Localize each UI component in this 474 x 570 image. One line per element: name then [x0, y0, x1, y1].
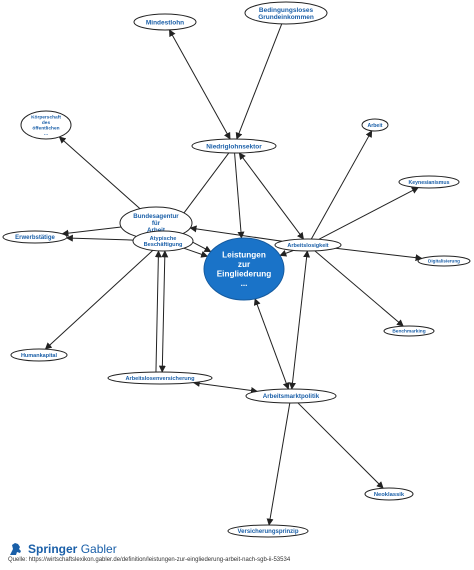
edge-alv-atypische	[154, 250, 162, 373]
node-label-line: Digitalisierung	[428, 259, 460, 264]
brand-light: Gabler	[80, 542, 117, 556]
edge-arbeitslosigkeit-benchmarking	[314, 250, 404, 327]
node-label-line: Neoklassik	[374, 492, 405, 498]
edge-arbeitsmarktpolitik-center	[253, 298, 290, 390]
edge-atypische-center	[183, 247, 209, 258]
brand-bold: Springer	[28, 542, 78, 556]
source-line: Quelle: https://wirtschaftslexikon.gable…	[8, 557, 291, 563]
edge-arbeitslosigkeit-center	[279, 249, 294, 257]
node-humankapital[interactable]: Humankapital	[10, 348, 68, 362]
node-ellipse	[191, 138, 277, 154]
node-label-line: des	[42, 120, 51, 126]
node-ellipse	[398, 175, 460, 189]
node-ellipse	[245, 388, 337, 404]
node-label-line: Körperschaft	[31, 114, 61, 120]
node-label-line: zur	[238, 260, 251, 269]
edge-arbeitsmarktpolitik-versicherungsprinzip	[266, 402, 291, 526]
node-koerperschaft[interactable]: Körperschaftdesöffentlichen...	[20, 110, 72, 140]
node-ellipse	[383, 325, 435, 337]
node-label-line: ...	[241, 279, 248, 288]
horse-icon	[10, 543, 21, 555]
node-label-line: Bundesagentur	[133, 213, 179, 220]
node-label-line: Niedriglohnsektor	[206, 143, 262, 150]
edge-arbeitslosigkeit-arbeit	[310, 130, 373, 240]
node-ellipse	[2, 230, 68, 244]
node-label-line: Arbeitslosigkeit	[287, 243, 328, 249]
node-label-line: Benchmarking	[392, 329, 425, 335]
edge-niedriglohnsektor-bge	[235, 23, 283, 140]
node-label-line: Grundeinkommen	[258, 14, 314, 21]
edge-bundesagentur-erwerbstaetige	[61, 226, 122, 237]
node-label-line: Atypische	[150, 236, 177, 242]
node-label-line: Versicherungsprinzip	[237, 529, 298, 535]
node-center[interactable]: LeistungenzurEingliederung...	[203, 237, 285, 301]
node-ellipse	[361, 118, 389, 132]
node-ellipse	[417, 255, 471, 267]
node-digitalisierung[interactable]: Digitalisierung	[417, 255, 471, 267]
node-label-line: Arbeit	[147, 227, 165, 234]
edge-arbeitslosigkeit-digitalisierung	[335, 247, 423, 262]
node-label-line: Mindestlohn	[146, 19, 184, 26]
edge-alv-arbeitsmarktpolitik	[192, 379, 258, 394]
center-ellipse	[203, 237, 285, 301]
node-label-line: Humankapital	[21, 353, 58, 359]
node-alv[interactable]: Arbeitslosenversicherung	[107, 371, 213, 385]
node-label-line: Bedingungsloses	[259, 7, 314, 14]
node-neoklassik[interactable]: Neoklassik	[364, 487, 414, 501]
edge-atypische-humankapital	[44, 250, 154, 350]
node-label-line: Arbeitslosenversicherung	[125, 376, 195, 382]
node-ellipse	[132, 230, 194, 252]
node-label-line: Leistungen	[222, 251, 266, 260]
nodes-layer: Mindestlohn BedingungslosesGrundeinkommen…	[2, 1, 471, 538]
node-erwerbstaetige[interactable]: Erwerbstätige	[2, 230, 68, 244]
edges-layer	[44, 23, 423, 526]
node-label-line: Eingliederung	[217, 270, 272, 279]
edge-niedriglohnsektor-center	[234, 152, 245, 239]
node-label-line: für	[152, 220, 161, 227]
edge-bundesagentur-koerperschaft	[58, 136, 141, 210]
node-label-line: Erwerbstätige	[15, 235, 55, 241]
node-ellipse	[107, 371, 213, 385]
node-label-line: ...	[44, 132, 48, 137]
node-niedriglohnsektor[interactable]: Niedriglohnsektor	[191, 138, 277, 154]
edge-arbeitslosigkeit-keynesianismus	[318, 187, 419, 240]
node-ellipse	[10, 348, 68, 362]
node-versicherungsprinzip[interactable]: Versicherungsprinzip	[227, 524, 309, 538]
node-label-line: Arbeit	[368, 123, 383, 129]
node-benchmarking[interactable]: Benchmarking	[383, 325, 435, 337]
node-arbeit[interactable]: Arbeit	[361, 118, 389, 132]
node-ellipse	[133, 13, 197, 31]
node-ellipse	[227, 524, 309, 538]
node-label-line: öffentlichen	[32, 125, 59, 131]
footer: Springer Gabler Quelle: https://wirtscha…	[8, 540, 468, 566]
springer-gabler-logo[interactable]: Springer Gabler	[8, 542, 117, 556]
node-keynesianismus[interactable]: Keynesianismus	[398, 175, 460, 189]
edge-atypische-alv	[158, 250, 169, 373]
node-ellipse	[274, 238, 342, 252]
node-ellipse	[20, 110, 72, 140]
edge-arbeitslosigkeit-arbeitsmarktpolitik	[289, 250, 311, 390]
brand-name: Springer Gabler	[28, 542, 117, 556]
node-mindestlohn[interactable]: Mindestlohn	[133, 13, 197, 31]
edge-atypische-erwerbstaetige	[65, 234, 134, 242]
node-label-line: Keynesianismus	[409, 180, 450, 186]
node-label-line: Beschäftigung	[144, 242, 183, 248]
node-label-line: Arbeitsmarktpolitik	[263, 393, 320, 400]
node-arbeitsmarktpolitik[interactable]: Arbeitsmarktpolitik	[245, 388, 337, 404]
edge-arbeitsmarktpolitik-neoklassik	[297, 402, 384, 489]
edge-niedriglohnsektor-arbeitslosigkeit	[238, 152, 304, 240]
node-arbeitslosigkeit[interactable]: Arbeitslosigkeit	[274, 238, 342, 252]
edge-niedriglohnsektor-mindestlohn	[168, 29, 231, 140]
node-ellipse	[364, 487, 414, 501]
node-ellipse	[244, 1, 328, 25]
